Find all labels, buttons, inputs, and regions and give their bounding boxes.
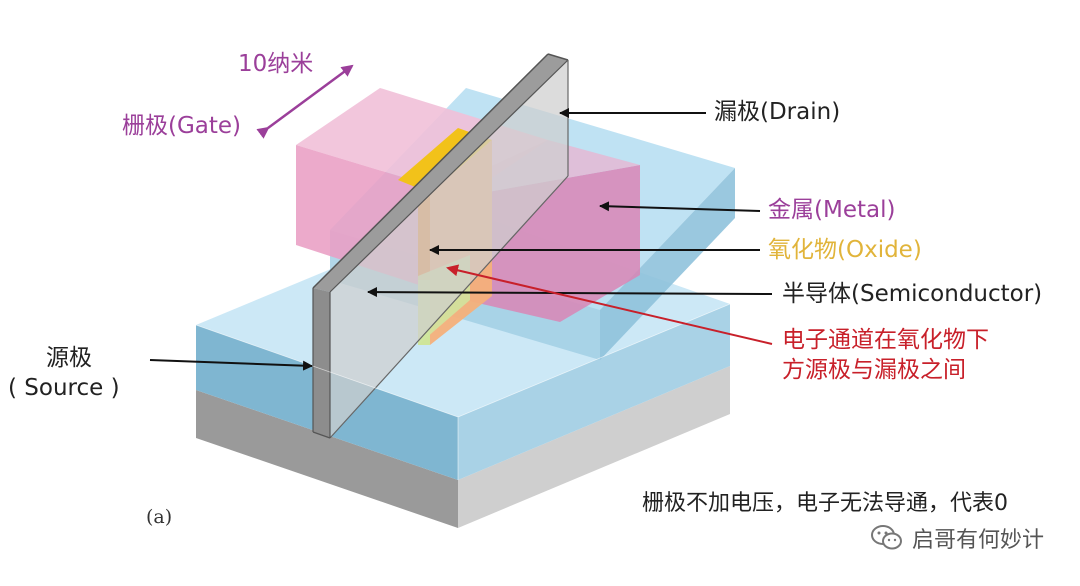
caption: 栅极不加电压，电子无法导通，代表0 [642,491,1008,516]
source-label-line1: 源极 [46,345,92,371]
semiconductor-label: 半导体(Semiconductor) [782,281,1043,307]
watermark: 启哥有何妙计 [870,522,1044,554]
channel-label-line1: 电子通道在氧化物下 [782,327,989,353]
gate-length-arrow [256,64,354,139]
gate-length-label: 10纳米 [238,51,314,77]
oxide-label: 氧化物(Oxide) [768,237,922,263]
channel-label-line2: 方源极与漏极之间 [782,357,966,383]
wechat-icon [870,525,902,550]
gate-label: 栅极(Gate) [122,113,242,139]
drain-label: 漏极(Drain) [714,99,841,125]
figure-tag: (a) [146,506,173,528]
source-leader [149,359,313,371]
watermark-text: 启哥有何妙计 [911,528,1044,553]
base-block [196,366,730,528]
metal-leader [599,201,761,212]
channel-leader [446,264,773,345]
semiconductor-leader [367,287,773,298]
source-label-line2: ( Source ) [8,375,120,401]
metal-label: 金属(Metal) [768,197,896,223]
